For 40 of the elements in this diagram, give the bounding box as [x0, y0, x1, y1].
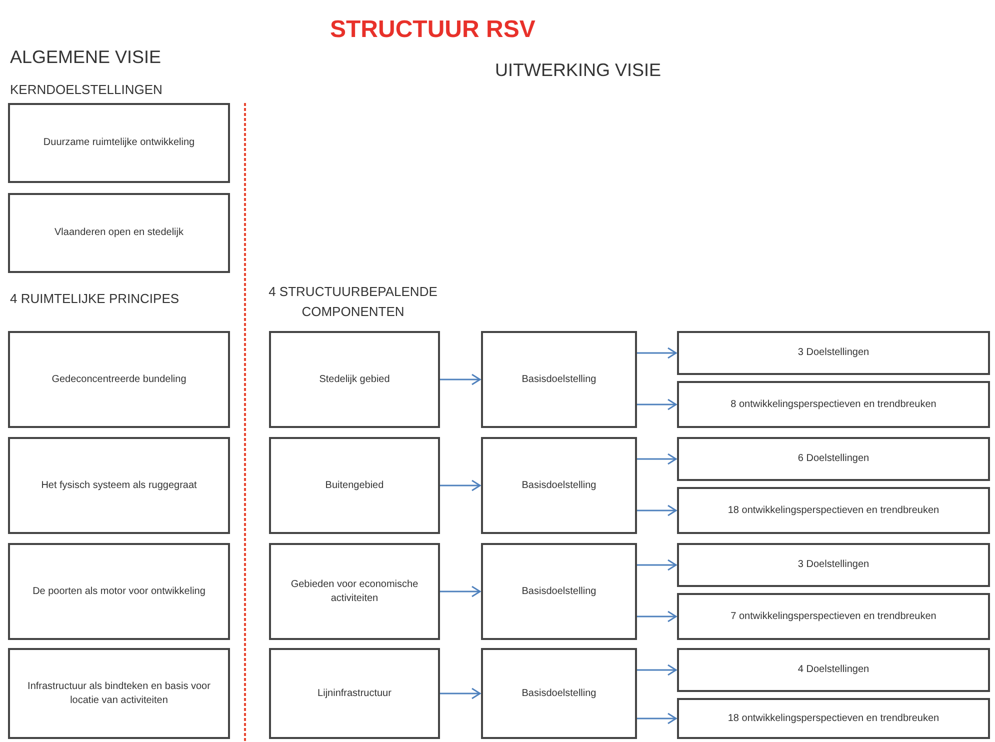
text-box: 3 Doelstellingen [677, 331, 990, 375]
text-box: Basisdoelstelling [481, 437, 637, 534]
text-box: Het fysisch systeem als ruggegraat [8, 437, 230, 534]
text-box: Basisdoelstelling [481, 648, 637, 739]
text-box: 8 ontwikkelingsperspectieven en trendbreuken [677, 381, 990, 428]
text-box: Vlaanderen open en stedelijk [8, 193, 230, 273]
heading: UITWERKING VISIE [495, 59, 662, 82]
arrow [440, 374, 481, 386]
text-box: 3 Doelstellingen [677, 543, 990, 587]
heading: ALGEMENE VISIE [10, 46, 162, 69]
arrow [440, 586, 481, 598]
arrow [637, 504, 677, 516]
arrow [440, 688, 481, 700]
text-box: Lijninfrastructuur [269, 648, 440, 739]
heading: 4 RUIMTELIJKE PRINCIPES [10, 290, 180, 308]
text-box: Stedelijk gebied [269, 331, 440, 428]
text-box: Duurzame ruimtelijke ontwikkeling [8, 103, 230, 183]
text-box: Gebieden voor economische activiteiten [269, 543, 440, 640]
text-box: 7 ontwikkelingsperspectieven en trendbreuken [677, 593, 990, 640]
text-box: De poorten als motor voor ontwikkeling [8, 543, 230, 640]
arrow [440, 480, 481, 492]
text-box: 4 Doelstellingen [677, 648, 990, 692]
text-box: Buitengebied [269, 437, 440, 534]
text-box: 18 ontwikkelingsperspectieven en trendbreuken [677, 698, 990, 739]
arrow [637, 712, 677, 724]
text-box: Gedeconcentreerde bundeling [8, 331, 230, 428]
arrow [637, 347, 677, 359]
text-box: 18 ontwikkelingsperspectieven en trendbreuken [677, 487, 990, 534]
text-box: 6 Doelstellingen [677, 437, 990, 481]
heading: KERNDOELSTELLINGEN [10, 81, 162, 99]
arrow [637, 398, 677, 410]
text-box: Basisdoelstelling [481, 543, 637, 640]
arrow [637, 664, 677, 676]
arrow [637, 559, 677, 571]
arrow [637, 453, 677, 465]
arrow [637, 610, 677, 622]
text-box: Infrastructuur als bindteken en basis voor locatie van activiteiten [8, 648, 230, 739]
title: STRUCTUUR RSV [330, 15, 536, 45]
heading: 4 STRUCTUURBEPALENDE COMPONENTEN [268, 283, 438, 320]
text-box: Basisdoelstelling [481, 331, 637, 428]
